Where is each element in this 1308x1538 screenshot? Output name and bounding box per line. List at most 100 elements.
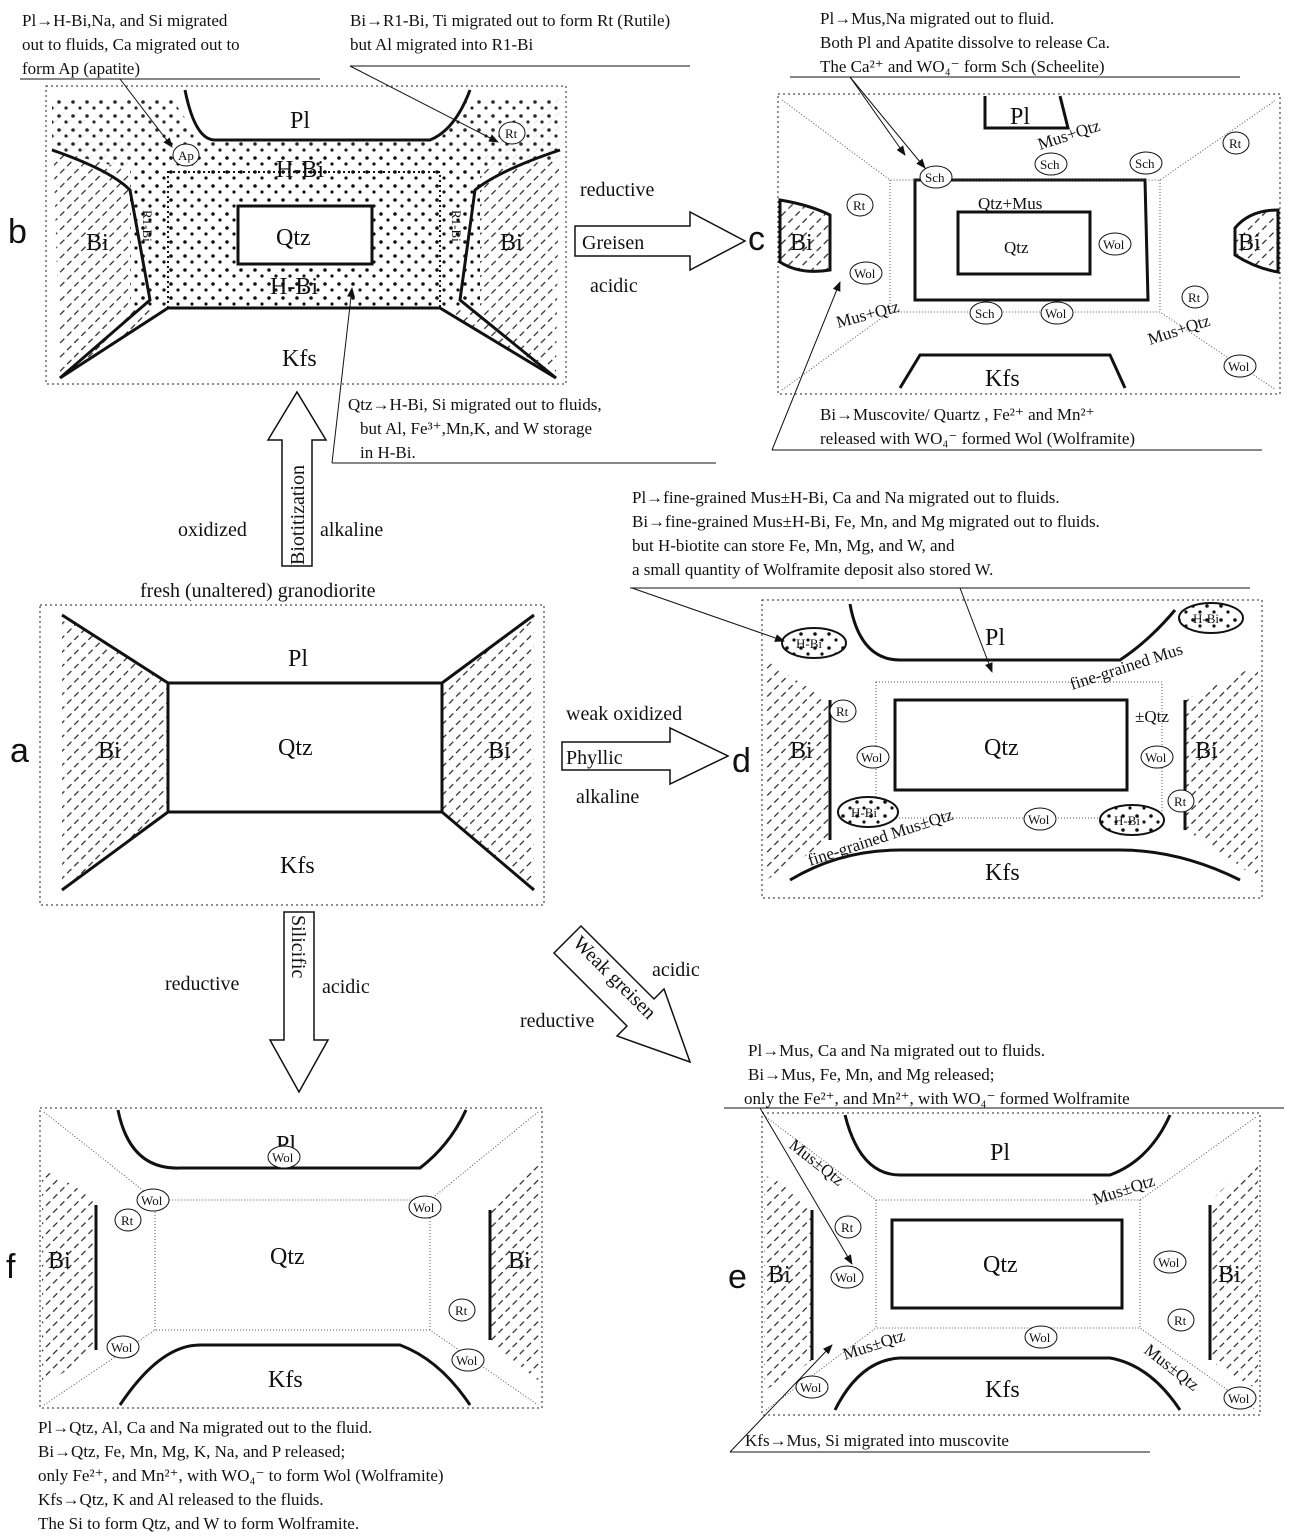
panel-d-wol-3: Wol xyxy=(1028,812,1050,827)
panel-e-note-top-2: Bi→Mus, Fe, Mn, and Mg released; xyxy=(748,1065,994,1084)
panel-d-note-pointer-1 xyxy=(632,588,784,641)
panel-a-kfs: Kfs xyxy=(280,853,315,879)
panel-e-qtz: Qtz xyxy=(983,1252,1018,1278)
panel-c-wol-4: Wol xyxy=(1228,359,1250,374)
arrow-biotitization: Biotitization oxidized alkaline xyxy=(178,392,383,566)
arrow-phyllic: Phyllic weak oxidized alkaline xyxy=(562,703,728,808)
arrow-greisen-label: Greisen xyxy=(582,232,644,254)
panel-c-note-top-3: The Ca²⁺ and WO₄⁻ form Sch (Scheelite) xyxy=(820,57,1105,76)
panel-f-wol-4: Wol xyxy=(111,1340,133,1355)
panel-b-note-qtz-1: Qtz→H-Bi, Si migrated out to fluids, xyxy=(348,395,602,414)
panel-c-mus-qtz-right: Mus+Qtz xyxy=(1145,311,1213,349)
panel-c-pl: Pl xyxy=(1010,104,1030,130)
panel-f-bi-right: Bi xyxy=(508,1248,531,1274)
panel-c-note-top-2: Both Pl and Apatite dissolve to release … xyxy=(820,33,1110,52)
panel-d-bi-right-region xyxy=(1185,665,1258,880)
panel-e-note-bottom: Kfs→Mus, Si migrated into muscovite xyxy=(745,1431,1009,1450)
panel-f-letter: f xyxy=(6,1248,16,1286)
panel-c-note-bottom-2: released with WO₄⁻ formed Wol (Wolframit… xyxy=(820,429,1135,448)
panel-b-kfs: Kfs xyxy=(282,346,317,372)
panel-d-qtz: Qtz xyxy=(984,735,1019,761)
panel-c-wol-3: Wol xyxy=(854,266,876,281)
panel-d-note-4: a small quantity of Wolframite deposit a… xyxy=(632,560,993,579)
panel-b-note-pl-1: Pl→H-Bi,Na, and Si migrated xyxy=(22,11,228,30)
panel-f-rt-1: Rt xyxy=(121,1213,134,1228)
panel-c-bi-left: Bi xyxy=(790,230,813,256)
panel-c-rt-1: Rt xyxy=(1229,136,1242,151)
panel-b: b Pl H-Bi Qtz H-Bi Kfs Bi Bi R1-Bi R1-Bi… xyxy=(8,86,566,384)
panel-e-wol-5: Wol xyxy=(1228,1391,1250,1406)
panel-e-rt-1: Rt xyxy=(841,1220,854,1235)
panel-d-hbi-3: H-Bi xyxy=(851,805,877,820)
panel-b-note-qtz-pointer xyxy=(332,288,352,463)
panel-b-r1bi-left: R1-Bi xyxy=(140,210,155,242)
arrow-silicific-label: Silicific xyxy=(287,915,309,978)
panel-f-note-5: The Si to form Qtz, and W to form Wolfra… xyxy=(38,1514,359,1533)
panel-f-note-1: Pl→Qtz, Al, Ca and Na migrated out to th… xyxy=(38,1418,372,1437)
arrow-silicific-right: acidic xyxy=(322,976,370,998)
panel-c-qtz-mus: Qtz+Mus xyxy=(978,194,1042,213)
panel-f-notes: Pl→Qtz, Al, Ca and Na migrated out to th… xyxy=(38,1418,444,1533)
panel-e-letter: e xyxy=(728,1258,747,1296)
panel-d-rt-1: Rt xyxy=(836,704,849,719)
panel-c-mus-qtz-left: Mus+Qtz xyxy=(834,297,902,332)
panel-c-note-bottom-pointer xyxy=(772,282,840,450)
panel-d-fine-mus-top: fine-grained Mus xyxy=(1067,639,1185,693)
panel-e-pl: Pl xyxy=(990,1140,1010,1166)
panel-d-kfs: Kfs xyxy=(985,860,1020,886)
panel-b-hbi-top: H-Bi xyxy=(276,157,324,183)
arrow-phyllic-bottom: alkaline xyxy=(576,786,639,808)
panel-e-bi-right: Bi xyxy=(1218,1262,1241,1288)
panel-e-wol-1: Wol xyxy=(835,1270,857,1285)
panel-d-note-1: Pl→fine-grained Mus±H-Bi, Ca and Na migr… xyxy=(632,488,1060,507)
panel-a-bi-right: Bi xyxy=(488,738,511,764)
panel-b-note-pl-3: form Ap (apatite) xyxy=(22,59,140,78)
panel-d-note-3: but H-biotite can store Fe, Mn, Mg, and … xyxy=(632,536,955,555)
panel-f-wol-2: Wol xyxy=(141,1193,163,1208)
arrow-phyllic-top: weak oxidized xyxy=(566,703,682,725)
panel-d-bi-left: Bi xyxy=(790,738,813,764)
panel-e-wol-3: Wol xyxy=(1029,1330,1051,1345)
panel-b-note-qtz-3: in H-Bi. xyxy=(360,443,416,462)
panel-c-rt-2: Rt xyxy=(853,198,866,213)
panel-b-pl: Pl xyxy=(290,108,310,134)
arrow-greisen: Greisen reductive acidic xyxy=(575,179,745,297)
panel-e-note-top-1: Pl→Mus, Ca and Na migrated out to fluids… xyxy=(748,1041,1045,1060)
panel-b-r1bi-right: R1-Bi xyxy=(449,210,464,242)
panel-e-rt-2: Rt xyxy=(1174,1313,1187,1328)
panel-d-pl: Pl xyxy=(985,625,1005,651)
panel-c-sch-1: Sch xyxy=(1040,157,1060,172)
panel-f-note-4: Kfs→Qtz, K and Al released to the fluids… xyxy=(38,1490,324,1509)
panel-f-rt-2: Rt xyxy=(455,1303,468,1318)
panel-d-wol-1: Wol xyxy=(861,750,883,765)
panel-c-sch-4: Sch xyxy=(975,306,995,321)
panel-c-note-top-1: Pl→Mus,Na migrated out to fluid. xyxy=(820,9,1054,28)
panel-c-sch-3: Sch xyxy=(925,170,945,185)
panel-f: f Pl Qtz Kfs Bi Bi Wol Wol Wol Wol Wol R… xyxy=(6,1108,542,1408)
arrow-phyllic-label: Phyllic xyxy=(566,747,623,769)
arrow-biotitization-label: Biotitization xyxy=(287,465,309,565)
panel-c-wol-2: Wol xyxy=(1103,237,1125,252)
panel-a-qtz: Qtz xyxy=(278,735,313,761)
arrow-weak-greisen-top: acidic xyxy=(652,959,700,981)
panel-c: c Pl Qtz+Mus Qtz Kfs Bi Bi Mus+Qtz Mus+Q… xyxy=(748,94,1280,394)
panel-d-letter: d xyxy=(732,742,751,780)
panel-f-wol-1: Wol xyxy=(272,1150,294,1165)
panel-c-sch-2: Sch xyxy=(1135,156,1155,171)
panel-b-letter: b xyxy=(8,213,27,251)
panel-d-notes: Pl→fine-grained Mus±H-Bi, Ca and Na migr… xyxy=(630,488,1250,672)
panel-c-qtz: Qtz xyxy=(1004,238,1029,257)
panel-d-hbi-2: H-Bi xyxy=(1193,611,1219,626)
panel-c-rt-3: Rt xyxy=(1188,290,1201,305)
arrow-biotitization-left: oxidized xyxy=(178,519,247,541)
panel-d-pl-boundary xyxy=(850,604,1175,660)
panel-e-note-top-3: only the Fe²⁺, and Mn²⁺, with WO₄⁻ forme… xyxy=(744,1089,1130,1108)
panel-f-bi-left-region xyxy=(42,1170,96,1385)
panel-e-mus-qtz-4: Mus±Qtz xyxy=(1141,1340,1204,1395)
arrow-greisen-bottom: acidic xyxy=(590,275,638,297)
arrow-weak-greisen: Weak greisen acidic reductive xyxy=(520,926,700,1062)
panel-a: a fresh (unaltered) granodiorite Pl Qtz … xyxy=(10,580,544,905)
panel-e-wol-4: Wol xyxy=(800,1380,822,1395)
panel-b-ap: Ap xyxy=(178,148,194,163)
